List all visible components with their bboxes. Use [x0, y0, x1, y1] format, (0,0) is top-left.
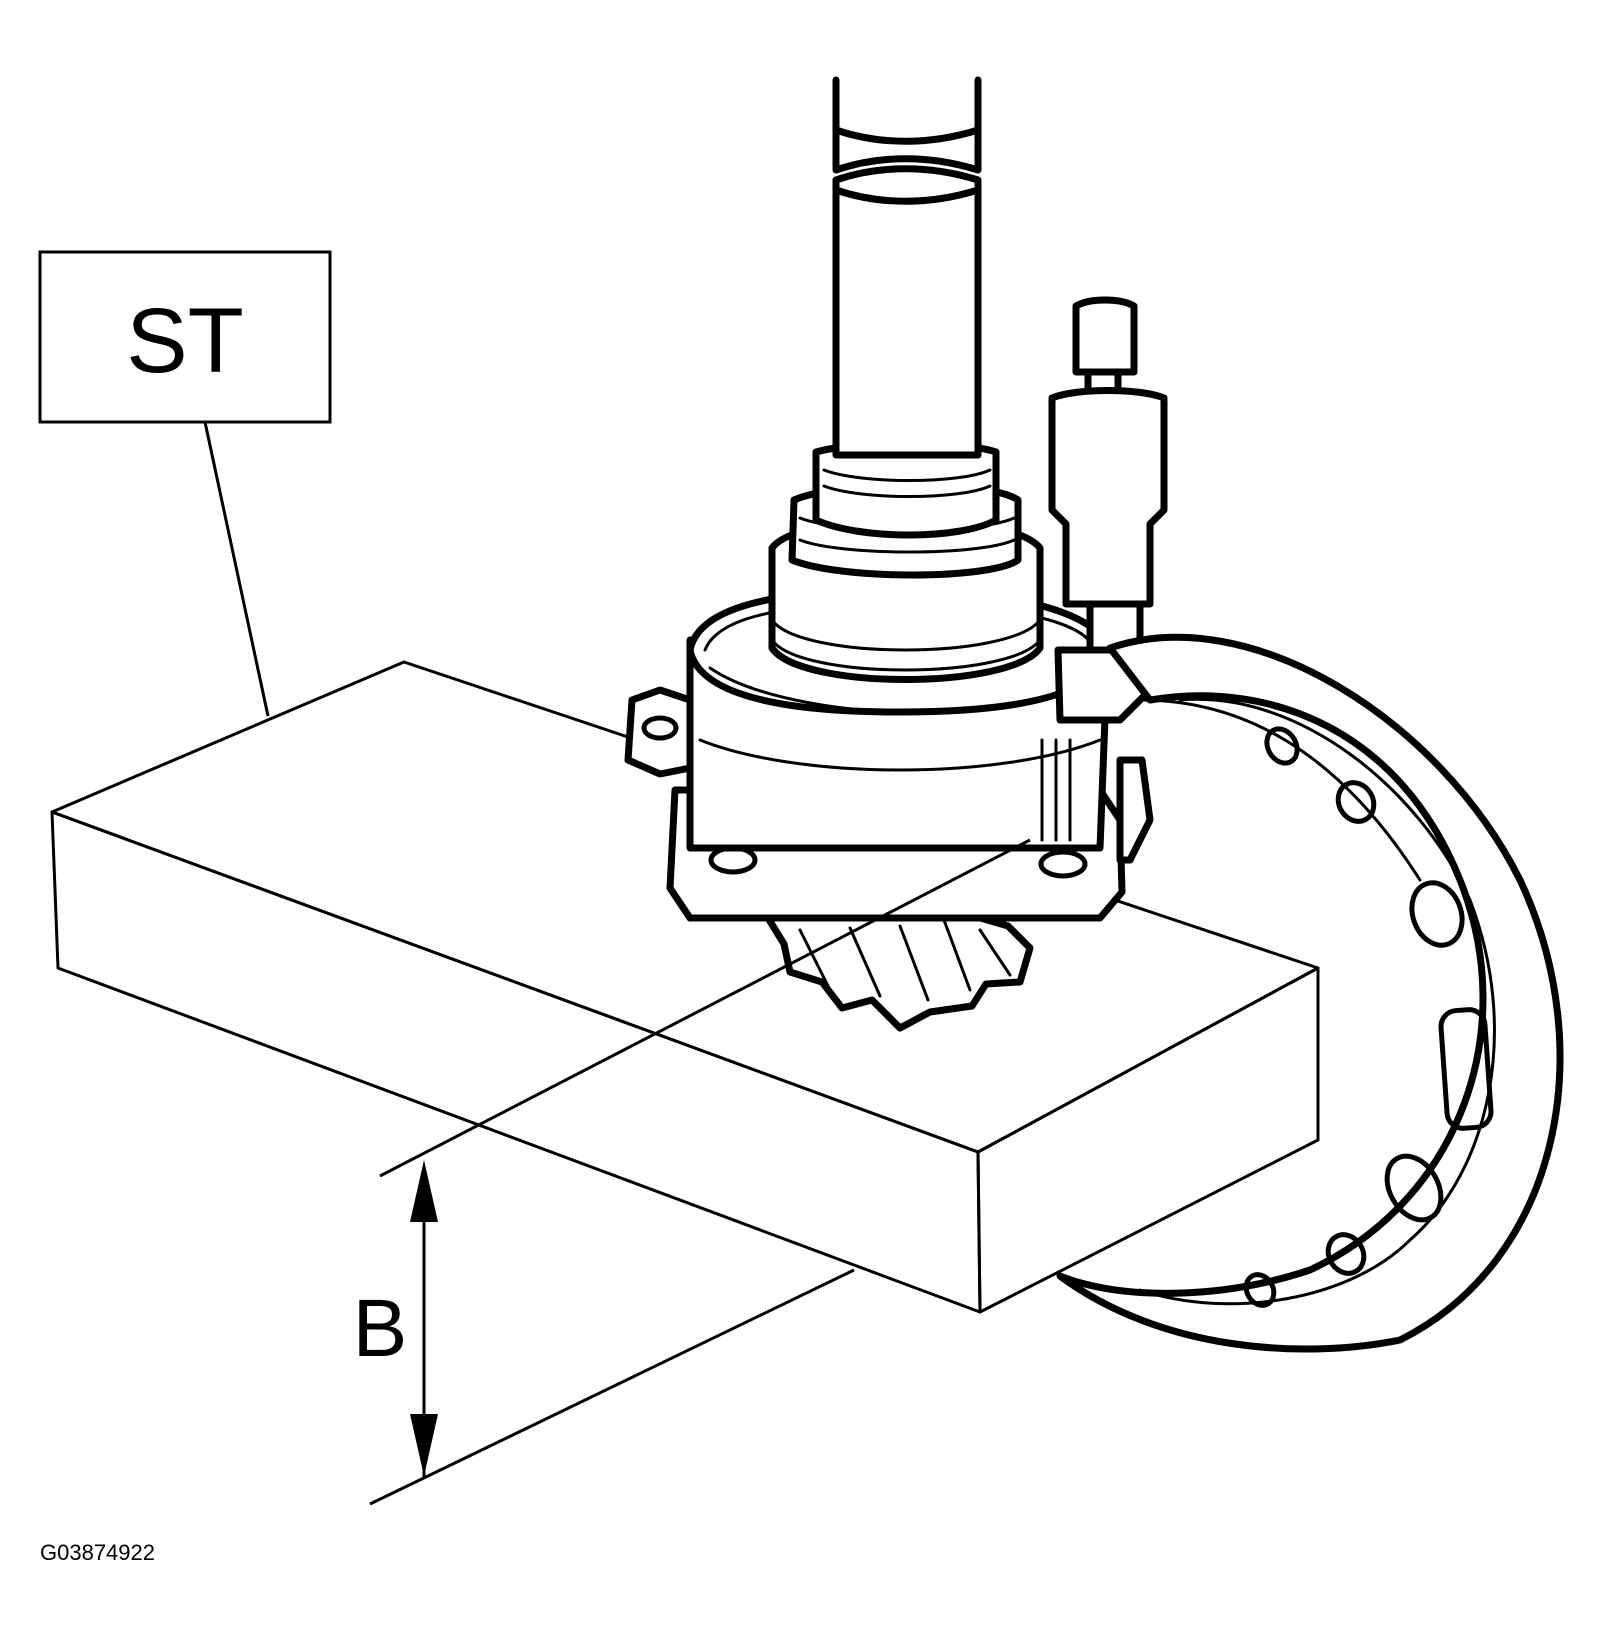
dimension-lower-extension [369, 1268, 855, 1506]
dimension-arrow-bottom [410, 1414, 438, 1476]
st-callout-label: ST [126, 290, 244, 392]
dimension-arrow-top [410, 1160, 438, 1222]
st-callout-box [38, 250, 332, 424]
figure-id: G03874922 [40, 1540, 155, 1565]
st-callout: ST [38, 250, 332, 717]
gauge-bracket [1056, 633, 1564, 1353]
dimension-upper-extension [379, 838, 1031, 1178]
press-shaft [832, 76, 982, 459]
carrier-housing [624, 439, 1154, 922]
pinion-gear [764, 904, 1034, 1032]
dimension-label: B [353, 1283, 408, 1374]
special-tool-block [50, 660, 1320, 1314]
dimension-b: B [353, 838, 1031, 1506]
st-leader-line [203, 421, 270, 717]
